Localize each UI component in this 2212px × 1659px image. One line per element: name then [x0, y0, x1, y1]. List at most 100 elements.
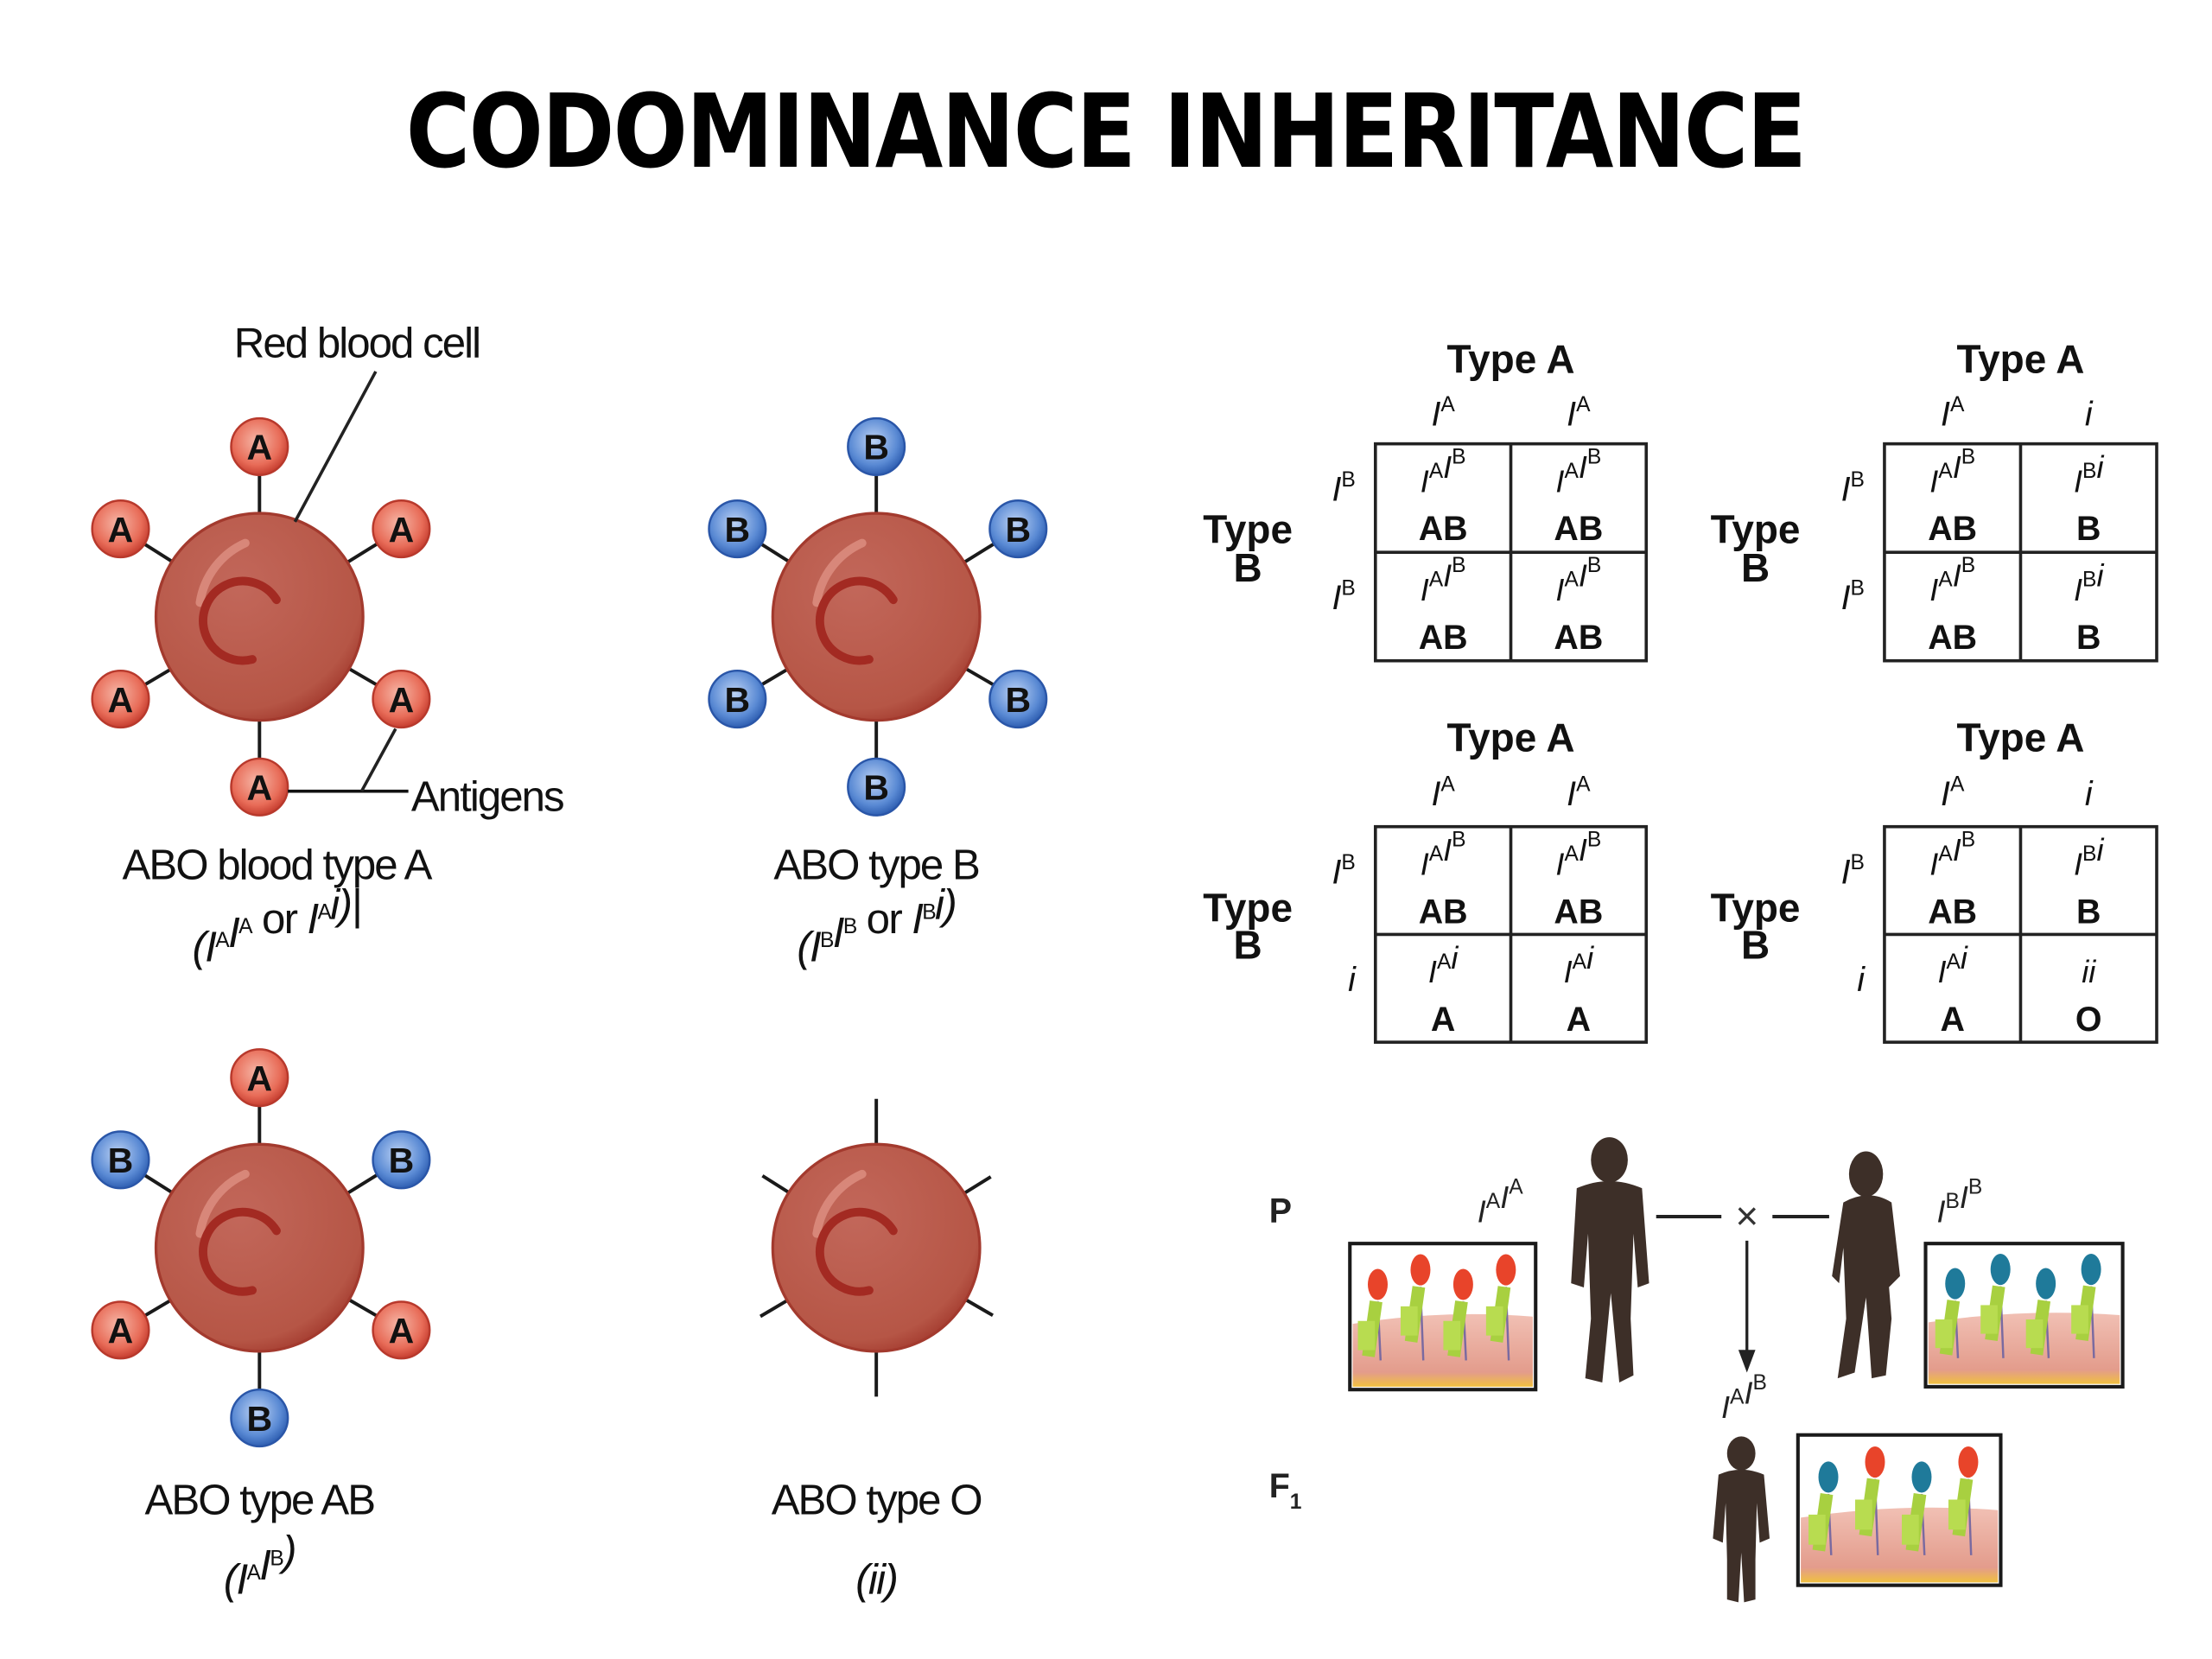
antigen-b: B — [372, 1130, 431, 1190]
allele-superscript: B — [270, 1548, 283, 1571]
antigen-circle — [847, 757, 906, 817]
blood-type-title: ABO type O — [772, 1477, 982, 1524]
allele-superscript: A — [238, 915, 253, 938]
membrane-protein — [1485, 1254, 1516, 1361]
allele-superscript: B — [1587, 446, 1601, 469]
allele-base: I — [1929, 572, 1938, 607]
antigen-stalk — [961, 664, 995, 687]
offspring-genotype: IAIB — [1421, 829, 1466, 882]
side-parent-label: Type — [1711, 886, 1801, 931]
allele-base: I — [2074, 572, 2082, 607]
allele-base: I — [1564, 954, 1573, 989]
row-allele: IB — [1841, 576, 1865, 616]
column-allele: IA — [1567, 773, 1591, 813]
allele-base: I — [1443, 832, 1452, 868]
allele-superscript: A — [1573, 950, 1587, 974]
allele-base: I — [1744, 1376, 1752, 1411]
antigen-a: A — [91, 669, 150, 729]
antigen-circle — [230, 1388, 289, 1448]
allele-base: I — [1841, 579, 1851, 617]
allele-superscript: A — [1486, 1190, 1501, 1213]
antigen-letter: B — [246, 1399, 272, 1439]
antigen-stalk — [761, 1174, 794, 1197]
antigen-stalk — [760, 542, 794, 566]
allele-base: I — [1579, 558, 1587, 594]
mother-genotype: IBIB — [1936, 1176, 1982, 1230]
antigen-stalk — [959, 1175, 992, 1198]
offspring-genotype: IAIB — [1929, 446, 1975, 499]
column-allele: IA — [1567, 393, 1591, 433]
top-parent-label: Type A — [1446, 715, 1574, 760]
antigen-stalk — [143, 542, 177, 566]
allele-superscript: A — [1938, 460, 1953, 483]
antigen-b-marker — [2081, 1253, 2101, 1286]
allele-base: I — [912, 895, 924, 943]
allele-superscript: A — [1950, 773, 1965, 797]
allele-superscript: A — [1950, 393, 1965, 416]
blood-type-genotype: (IAIB) — [224, 1528, 296, 1604]
antigen-letter: B — [725, 680, 751, 720]
offspring-genotype: IAIB — [1421, 446, 1466, 499]
row-allele: IB — [1332, 576, 1355, 616]
allele-base: I — [1443, 558, 1452, 594]
allele-superscript: A — [1576, 393, 1591, 416]
blood-type-title: ABO type B — [773, 841, 979, 888]
antigen-b: B — [91, 1130, 150, 1190]
antigen-circle — [372, 669, 431, 729]
column-allele: IA — [1431, 393, 1455, 433]
allele-base: I — [1555, 463, 1564, 499]
allele-base: I — [205, 924, 217, 971]
membrane-protein — [1948, 1446, 1979, 1555]
antigen-a: A — [372, 499, 431, 559]
cell-center-depression — [816, 1207, 898, 1296]
offspring-genotype: IBi — [2074, 449, 2104, 499]
blood-type-title: ABO blood type A — [122, 841, 432, 888]
row-allele: IB — [1332, 851, 1355, 891]
allele-superscript: B — [1961, 829, 1975, 852]
antigen-circle — [708, 499, 767, 559]
antigen-circle — [372, 1130, 431, 1190]
offspring-genotype: IAIB — [1929, 829, 1975, 882]
membrane-protein — [1935, 1268, 1966, 1358]
antigen-letter: B — [1005, 680, 1031, 720]
antigen-letter: B — [863, 768, 889, 808]
membrane-protein — [1855, 1446, 1885, 1555]
allele-superscript: B — [1341, 468, 1355, 492]
allele-base: I — [236, 1556, 248, 1604]
allele-base: I — [1929, 847, 1938, 882]
offspring-genotype: IAIB — [1929, 554, 1975, 607]
allele-superscript: B — [1961, 554, 1975, 577]
antigen-circle — [708, 669, 767, 729]
allele-superscript: B — [820, 929, 834, 952]
allele-superscript: B — [1945, 1190, 1959, 1213]
membrane-protein — [2025, 1268, 2056, 1358]
child-antigen-illustration — [1796, 1433, 2003, 1587]
allele-superscript: B — [843, 915, 857, 938]
allele-base: I — [1941, 775, 1950, 813]
membrane-protein — [1400, 1254, 1431, 1361]
antigen-letter: A — [389, 1311, 415, 1351]
offspring-phenotype: B — [2076, 510, 2101, 548]
membrane-protein — [1443, 1268, 1473, 1361]
offspring-phenotype: O — [2075, 1001, 2102, 1039]
red-blood-cell-leader-line — [293, 371, 378, 523]
antigen-circle — [988, 669, 1048, 729]
blood-type-title: ABO type AB — [145, 1477, 375, 1524]
row-allele: i — [1348, 961, 1357, 999]
antigen-b-marker — [1990, 1253, 2011, 1286]
allele-base: I — [1555, 572, 1564, 607]
antigen-letter: A — [246, 1058, 272, 1098]
allele-base: i — [2096, 449, 2104, 485]
child-silhouette-icon — [1713, 1436, 1770, 1603]
antigen-circle — [372, 499, 431, 559]
red-blood-cell-body — [154, 1142, 365, 1353]
allele-base: I — [1332, 579, 1341, 617]
allele-superscript: A — [1437, 950, 1452, 974]
allele-base: I — [1567, 775, 1576, 813]
top-parent-label: Type A — [1956, 715, 2084, 760]
allele-base: i — [1451, 940, 1459, 976]
